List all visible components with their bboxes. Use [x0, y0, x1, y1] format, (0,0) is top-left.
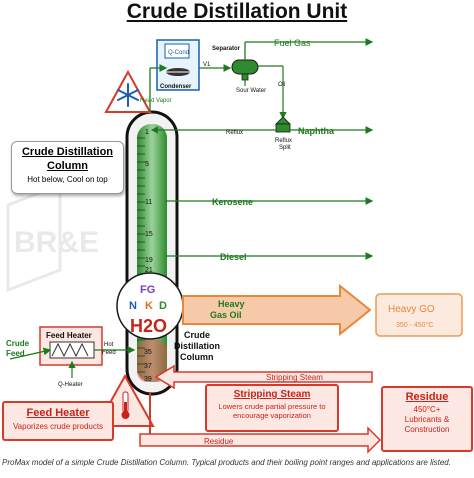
- snowflake-icon: [117, 83, 139, 107]
- v1-label: V1: [203, 62, 211, 68]
- feed-heater-info-title: Feed Heater: [26, 407, 90, 419]
- residue-info-temp: 450°C+: [413, 405, 441, 414]
- stage-label: 19: [145, 257, 153, 264]
- head-vapor-label: Head Vapor: [140, 98, 172, 104]
- crude-feed-label: Crude Feed: [6, 339, 31, 358]
- residue-label: Residue: [204, 437, 234, 446]
- stage-label: 15: [145, 231, 153, 238]
- condenser-icon: [166, 68, 190, 76]
- heavy-gas-oil-label: Heavy Gas Oil: [210, 299, 247, 320]
- crude-feed-line: [9, 347, 52, 360]
- stage-label: 5: [145, 161, 149, 168]
- fuel-gas-label: Fuel Gas: [274, 38, 311, 48]
- diesel-label: Diesel: [220, 252, 247, 262]
- reflux-label: Reflux: [226, 130, 243, 136]
- column-label-2: Distillation: [174, 341, 220, 351]
- reflux-split-label: Reflux Split: [275, 138, 294, 151]
- residue-info-uses: Lubricants & Construction: [404, 415, 450, 434]
- cdc-info-subtitle: Hot below, Cool on top: [27, 175, 108, 184]
- gas-oil-label: Gas Oil: [210, 310, 242, 320]
- oil-label: Oil: [278, 82, 285, 88]
- stage-label: 1: [145, 129, 149, 136]
- condenser-label: Condenser: [160, 84, 192, 90]
- column-hot-zone: [137, 340, 167, 382]
- n-label: N: [129, 300, 137, 312]
- cdc-info-box: Crude Distillation Column Hot below, Coo…: [11, 141, 124, 194]
- separator-vessel: [231, 59, 259, 81]
- column-label-1: Crude: [184, 330, 210, 340]
- reflux-split-label-2: Split: [279, 145, 291, 151]
- watermark-text: BR&E: [14, 226, 99, 259]
- stage-label: 21: [145, 267, 153, 274]
- cooling-triangle: [104, 69, 152, 113]
- stripping-steam-arrow: [154, 364, 373, 390]
- h2o-label: H2O: [130, 316, 167, 336]
- heavy-label: Heavy: [218, 299, 245, 309]
- feed-label-2: Feed: [102, 350, 116, 356]
- feed-heater-info-box: Feed Heater Vaporizes crude products: [2, 401, 114, 441]
- kerosene-label: Kerosene: [212, 197, 253, 207]
- reflux-split-label-1: Reflux: [275, 138, 292, 144]
- reflux-split-icon: [275, 116, 291, 133]
- hot-label: Hot: [104, 342, 114, 348]
- stripping-steam-info-subtitle: Lowers crude partial pressure to encoura…: [218, 402, 326, 420]
- column-label: Crude Distillation Column: [174, 330, 223, 362]
- page-title: Crude Distillation Unit: [126, 0, 348, 23]
- thermometer-icon: [121, 391, 130, 419]
- heater-coil-icon: [49, 341, 95, 359]
- heavy-gas-oil-arrow: [182, 283, 372, 337]
- feed-heater-unit-label: Feed Heater: [46, 331, 92, 340]
- footnote: ProMax model of a simple Crude Distillat…: [2, 458, 451, 467]
- separator-label: Separator: [212, 46, 241, 52]
- naphtha-label: Naphtha: [298, 126, 335, 136]
- residue-arrow: [139, 426, 382, 454]
- cdc-info-title: Crude Distillation Column: [21, 146, 114, 172]
- crude-label: Crude: [6, 339, 30, 348]
- tray-marks: [137, 137, 145, 373]
- hgo-range: 350 - 450°C: [396, 321, 433, 329]
- hgo-title: Heavy GO: [388, 304, 435, 315]
- q-cond-label: Q-Cond: [168, 50, 189, 56]
- stage-label: 39: [144, 376, 152, 383]
- stripping-steam-info-box: Stripping Steam Lowers crude partial pre…: [205, 384, 339, 432]
- feed-label: Feed: [6, 349, 25, 358]
- stage-label: 11: [145, 199, 152, 206]
- feed-heater-info-subtitle: Vaporizes crude products: [12, 422, 104, 431]
- watermark: BR&E: [6, 182, 99, 293]
- stripping-steam-info-title: Stripping Steam: [233, 389, 311, 400]
- sour-water-label: Sour Water: [236, 88, 266, 94]
- k-label: K: [145, 300, 153, 312]
- q-heater-label: Q-Heater: [58, 382, 83, 388]
- residue-info-box: Residue 450°C+ Lubricants & Construction: [381, 386, 473, 452]
- fg-label: FG: [140, 284, 155, 296]
- q-cond-box: [164, 43, 190, 59]
- hot-feed-label: Hot Feed: [102, 342, 116, 356]
- fluids-circle: FG N K D H2O: [116, 272, 184, 340]
- stage-label: 37: [144, 363, 152, 370]
- stage-label: 35: [144, 349, 152, 356]
- d-label: D: [159, 300, 167, 312]
- residue-info-title: Residue: [405, 391, 449, 403]
- column-label-3: Column: [180, 352, 214, 362]
- hgo-box: [375, 293, 463, 337]
- stripping-steam-label: Stripping Steam: [266, 373, 323, 382]
